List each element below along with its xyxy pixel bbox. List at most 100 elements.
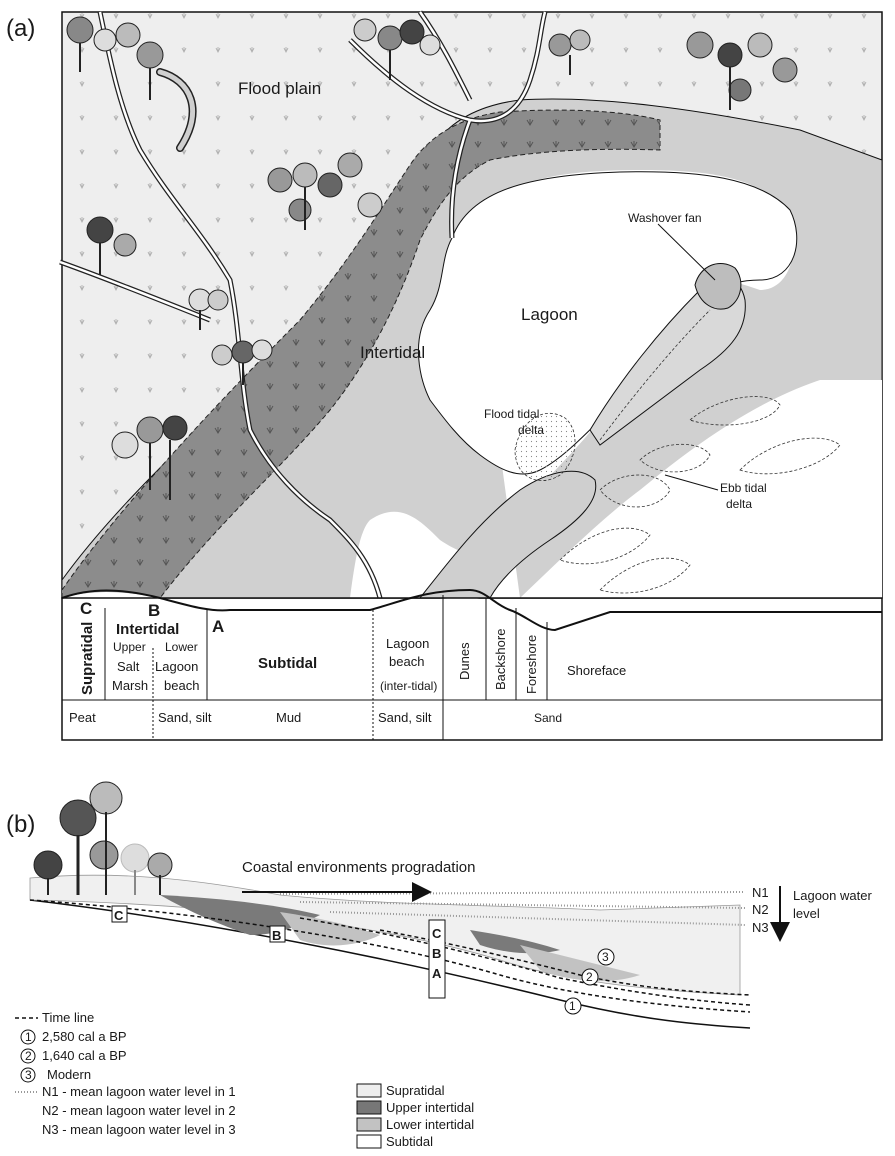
sediment-mud: Mud bbox=[276, 710, 301, 725]
flood-tidal-delta bbox=[514, 413, 576, 481]
legend-n2: N2 - mean lagoon water level in 2 bbox=[42, 1103, 236, 1118]
lagoon-label: Lagoon bbox=[521, 305, 578, 324]
ebb-tidal-delta bbox=[559, 396, 841, 594]
swatch-subtidal bbox=[356, 1134, 382, 1149]
marker-1 bbox=[564, 997, 582, 1015]
legend-n3: N3 - mean lagoon water level in 3 bbox=[42, 1122, 236, 1137]
map-panel: Flood plain Lagoon Intertidal Washover f… bbox=[59, 10, 883, 599]
legend-lower-intertidal: Lower intertidal bbox=[386, 1117, 474, 1132]
svg-text:1: 1 bbox=[25, 1030, 32, 1044]
lagoon-beach-label-1: Lagoon bbox=[386, 636, 429, 651]
dunes-label: Dunes bbox=[457, 642, 472, 680]
svg-text:3: 3 bbox=[25, 1068, 32, 1082]
core-letter-b: B bbox=[432, 946, 441, 961]
washover-fan-label: Washover fan bbox=[628, 211, 702, 225]
ebb-delta-leader bbox=[664, 474, 719, 491]
subtidal-label: Subtidal bbox=[258, 655, 317, 672]
panel-a-label: (a) bbox=[6, 15, 35, 42]
barrier-spit-lower bbox=[418, 470, 597, 599]
progradation-label: Coastal environments progradation bbox=[242, 859, 475, 876]
swatch-lower-intertidal bbox=[356, 1117, 382, 1132]
marker-2-text: 2 bbox=[586, 970, 593, 984]
trees-top-center bbox=[353, 18, 441, 80]
trees-center bbox=[267, 152, 383, 230]
level-n1: N1 bbox=[752, 885, 769, 900]
lower-intertidal-unit bbox=[280, 912, 380, 946]
trees-top-right-1 bbox=[548, 29, 591, 75]
svg-text:2: 2 bbox=[25, 1049, 32, 1063]
sediment-peat: Peat bbox=[69, 710, 96, 725]
upper-intertidal-marsh-symbols bbox=[62, 110, 660, 598]
trees-top-right-2 bbox=[686, 31, 798, 110]
lagoon-water-label-2: level bbox=[793, 906, 820, 921]
water-level-n3 bbox=[329, 911, 746, 926]
zone-b-letter: B bbox=[148, 601, 160, 620]
legend-subtidal: Subtidal bbox=[386, 1134, 433, 1149]
time-line-2 bbox=[299, 917, 751, 1006]
lower-intertidal-unit-2 bbox=[520, 945, 640, 982]
zone-c-box bbox=[111, 905, 128, 923]
zone-b-box bbox=[269, 925, 286, 943]
lower-label: Lower bbox=[165, 640, 198, 654]
zone-c-box-letter: C bbox=[114, 908, 124, 923]
foreshore-label: Foreshore bbox=[524, 635, 539, 694]
level-n3: N3 bbox=[752, 920, 769, 935]
sediment-sand-silt-2: Sand, silt bbox=[378, 710, 432, 725]
core-column bbox=[428, 919, 446, 999]
marsh-label: Marsh bbox=[112, 678, 148, 693]
streams-inner bbox=[59, 11, 547, 599]
upper-label: Upper bbox=[113, 640, 146, 654]
tree-clusters bbox=[66, 16, 798, 500]
backshore-label: Backshore bbox=[493, 629, 508, 690]
salt-label: Salt bbox=[117, 659, 140, 674]
lagoon-beach-label-2: beach bbox=[389, 654, 424, 669]
marker-1-text: 1 bbox=[569, 999, 576, 1013]
time-line-3 bbox=[379, 929, 751, 996]
washover-fan-leader bbox=[657, 223, 716, 281]
upper-intertidal-unit-2 bbox=[470, 930, 560, 954]
legend-t3: Modern bbox=[47, 1067, 91, 1082]
profile-table: C Supratidal B Intertidal Upper Salt Mar… bbox=[61, 588, 883, 741]
legend-n1: N1 - mean lagoon water level in 1 bbox=[42, 1084, 236, 1099]
legend-time-line: Time line bbox=[42, 1010, 94, 1025]
marker-2 bbox=[581, 968, 599, 986]
flood-plain-label: Flood plain bbox=[238, 79, 321, 98]
supratidal-label: Supratidal bbox=[79, 622, 96, 695]
lower-lagoon-label: Lagoon bbox=[155, 659, 198, 674]
legend-time: Time line 1 2,580 cal a BP 2 1,640 cal a… bbox=[15, 1010, 236, 1137]
zone-b-box-letter: B bbox=[272, 928, 281, 943]
panel-b-label: (b) bbox=[6, 811, 35, 838]
trees-left bbox=[86, 216, 137, 275]
lagoon-beach-label-3: (inter-tidal) bbox=[380, 679, 437, 693]
level-n2: N2 bbox=[752, 902, 769, 917]
intertidal-label: Intertidal bbox=[360, 343, 425, 362]
sediment-sand: Sand bbox=[534, 711, 562, 725]
core-letter-a: A bbox=[432, 966, 442, 981]
marker-3 bbox=[597, 948, 615, 966]
upper-intertidal-unit bbox=[160, 895, 320, 935]
core-letter-c: C bbox=[432, 926, 442, 941]
trees-mid-left bbox=[188, 288, 229, 330]
ebb-tidal-delta-label-1: Ebb tidal bbox=[720, 481, 767, 495]
swatch-upper-intertidal bbox=[356, 1100, 382, 1115]
flood-tidal-delta-label-1: Flood tidal bbox=[484, 407, 539, 421]
topographic-profile bbox=[61, 588, 882, 632]
lagoon-water-label-1: Lagoon water bbox=[793, 888, 872, 903]
cross-section: Coastal environments progradation C B C … bbox=[29, 781, 872, 1029]
water-level-n2 bbox=[299, 901, 746, 909]
swatch-supratidal bbox=[356, 1083, 382, 1098]
legend-t1: 2,580 cal a BP bbox=[42, 1029, 127, 1044]
trees-top-left bbox=[66, 16, 164, 100]
sediment-sand-silt-1: Sand, silt bbox=[158, 710, 212, 725]
time-line-1 bbox=[29, 899, 751, 1013]
legend-t2: 1,640 cal a BP bbox=[42, 1048, 127, 1063]
basal-surface bbox=[29, 899, 751, 1029]
trees-mid bbox=[211, 339, 273, 385]
zone-c-letter: C bbox=[80, 599, 92, 618]
zone-a-letter: A bbox=[212, 617, 224, 636]
legend-supratidal: Supratidal bbox=[386, 1083, 445, 1098]
lower-beach-label: beach bbox=[164, 678, 199, 693]
flood-tidal-delta-label-2: delta bbox=[518, 423, 544, 437]
legend-upper-intertidal: Upper intertidal bbox=[386, 1100, 474, 1115]
